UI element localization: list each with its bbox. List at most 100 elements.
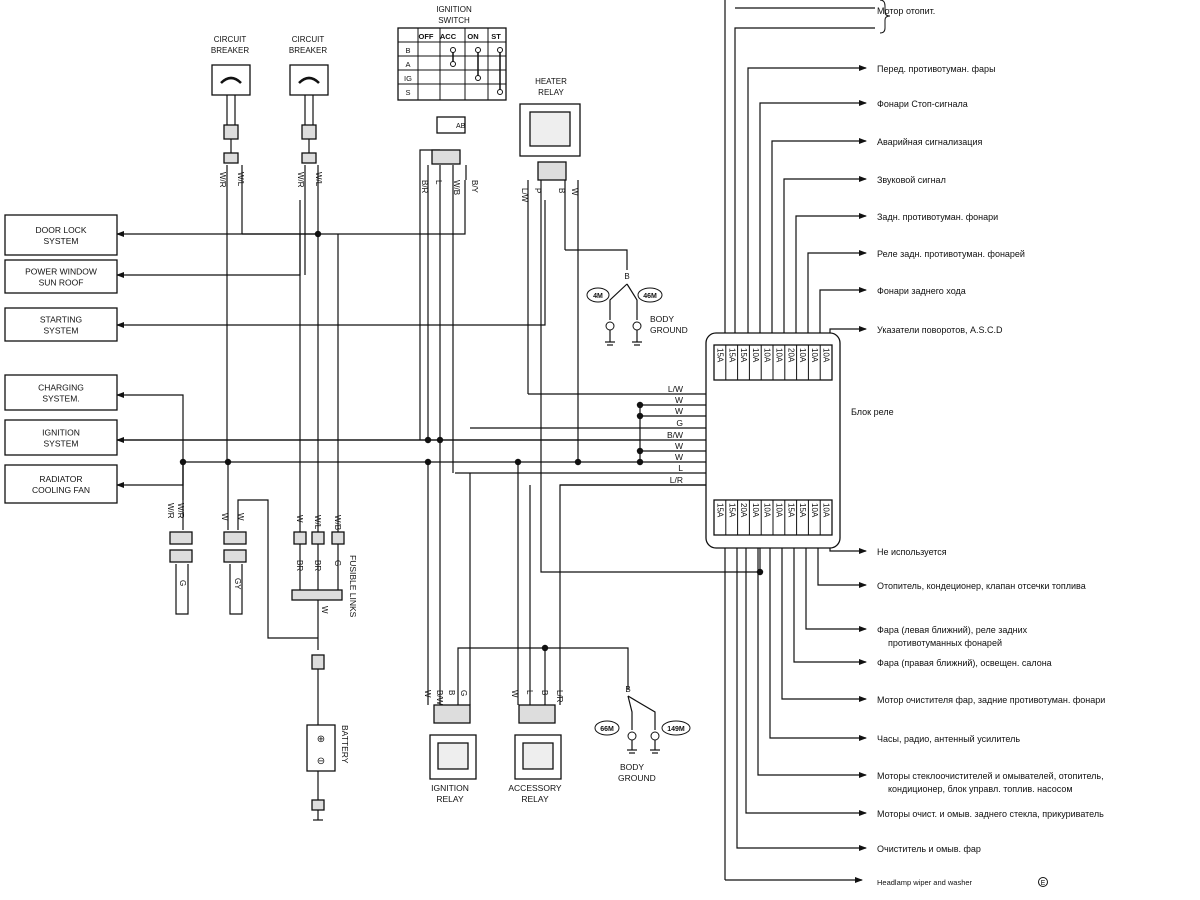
left-wr-0: W/R <box>166 503 175 519</box>
ignition-row-3: S <box>405 88 410 97</box>
charging-wire <box>116 392 184 500</box>
breaker-0-title2: BREAKER <box>211 46 249 55</box>
junction-dot <box>756 568 764 576</box>
fuse-top-9: 10A <box>822 348 831 363</box>
system-box-5-line1: RADIATOR <box>39 474 82 484</box>
right-label-1: Перед. противотуман. фары <box>877 64 996 74</box>
right-label-11-b: противотуманных фонарей <box>888 638 1002 648</box>
door-lock-wire <box>116 180 466 237</box>
breaker-contact <box>298 76 320 84</box>
ground-branch <box>626 283 638 320</box>
right-label-12: Фара (правая ближний), освещен. салона <box>877 658 1052 668</box>
ign-pin <box>450 61 456 67</box>
right-label-2: Фонари Стоп-сигнала <box>877 99 968 109</box>
junction-dot <box>436 436 444 444</box>
right-label-14: Часы, радио, антенный усилитель <box>877 734 1020 744</box>
battery-connector-top <box>311 654 325 670</box>
ign-pin <box>450 47 456 53</box>
right-label-10: Отопитель, кондеционер, клапан отсечки т… <box>877 581 1086 591</box>
fuse-bottom-3: 10A <box>751 503 760 518</box>
accessory-relay-connector <box>518 704 556 724</box>
system-box-1-line2: SUN ROOF <box>39 278 84 288</box>
ign-pin <box>497 89 503 95</box>
breaker-connector <box>301 124 317 140</box>
system-box-1-line1: POWER WINDOW <box>25 267 97 277</box>
fuse-bottom-0: 15A <box>716 503 725 518</box>
fusible-bottom-2: G <box>333 560 342 566</box>
left-g: G <box>178 580 187 586</box>
output-wire <box>783 176 867 345</box>
left-fuse-loop <box>175 564 189 615</box>
breaker-1-title1: CIRCUIT <box>292 35 325 44</box>
ground-tag-149m <box>661 720 691 736</box>
junction-dot <box>574 458 582 466</box>
heater-wire-0: L/W <box>520 188 529 203</box>
ign-pin <box>497 47 503 53</box>
fusible-connector-2 <box>331 531 345 545</box>
breaker-connector <box>223 124 239 140</box>
breaker-0-wire-0: W/R <box>218 172 227 188</box>
breaker-contact <box>220 76 242 84</box>
output-wire <box>745 535 867 816</box>
breaker-0-title1: CIRCUIT <box>214 35 247 44</box>
ignition-row-1: A <box>405 60 410 69</box>
accessory-relay-inner <box>522 742 554 770</box>
acc-relay-wire-3: L/R <box>555 690 564 703</box>
ground-tag-4m <box>586 287 610 303</box>
footer-symbol: E <box>1041 880 1046 887</box>
bus-label-0: L/W <box>668 384 683 394</box>
right-label-16: Моторы очист. и омыв. заднего стекла, пр… <box>877 809 1104 819</box>
ignition-switch-title2: SWITCH <box>438 16 470 25</box>
right-label-11: Фара (левая ближний), реле задних <box>877 625 1028 635</box>
breaker-connector-2 <box>223 152 239 164</box>
acc-relay-wire-1: L <box>525 690 534 695</box>
conn-top-wire-1: L <box>434 180 443 185</box>
output-wire <box>819 287 867 345</box>
bottom-ground-label: B <box>625 685 630 694</box>
fusible-top-0: W <box>295 515 304 523</box>
fusible-connector-0 <box>293 531 307 545</box>
battery-minus: ⊖ <box>317 756 325 767</box>
right-label-5: Задн. противотуман. фонари <box>877 212 998 222</box>
ground-lug <box>627 731 637 741</box>
acc-relay-wire-2: B <box>540 690 549 695</box>
output-wire <box>771 138 867 345</box>
output-wire <box>759 100 867 345</box>
fuse-top-7: 10A <box>798 348 807 363</box>
output-wire <box>795 213 867 345</box>
output-wire <box>805 535 867 632</box>
breaker-0-wire-1: W/L <box>236 172 245 187</box>
junction-dot <box>424 436 432 444</box>
fuse-bottom-1: 15A <box>727 503 736 518</box>
acc-lr <box>559 484 706 705</box>
system-box-2-line2: SYSTEM <box>44 326 79 336</box>
heater-wire-1: P <box>533 188 542 193</box>
ground-tag-top-1: 46M <box>643 293 657 300</box>
output-wire <box>736 535 867 851</box>
system-box-2 <box>4 307 118 342</box>
accessory-relay-title2: RELAY <box>521 794 549 804</box>
ground-tag-46m <box>637 287 663 303</box>
fuse-bottom-4: 10A <box>763 503 772 518</box>
fuse-bottom-2: 20A <box>739 503 748 518</box>
ign-relay-wire-1: B/W <box>435 690 444 706</box>
ground-tag-bottom-1: 149M <box>667 726 685 733</box>
power-window-wire <box>116 200 301 278</box>
system-box-5 <box>4 464 118 504</box>
left-connector-0-b <box>169 549 193 563</box>
connector-top-pins: AB <box>456 123 466 130</box>
ignition-col-0: OFF <box>419 32 434 41</box>
heater-relay-connector <box>537 161 567 181</box>
junction-dot <box>636 447 644 455</box>
ignition-switch-title1: IGNITION <box>436 5 472 14</box>
right-label-18: Headlamp wiper and washer <box>877 878 973 887</box>
ign-relay-wire-3: G <box>459 690 468 696</box>
fusible-links-label: FUSIBLE LINKS <box>348 555 358 618</box>
circuit-breaker-1 <box>289 64 329 96</box>
output-wire <box>817 535 867 588</box>
right-label-17: Очиститель и омыв. фар <box>877 844 981 854</box>
junction-dot <box>636 458 644 466</box>
right-label-9: Не используется <box>877 547 947 557</box>
ground-lug <box>605 321 615 331</box>
fuse-top-8: 10A <box>810 348 819 363</box>
